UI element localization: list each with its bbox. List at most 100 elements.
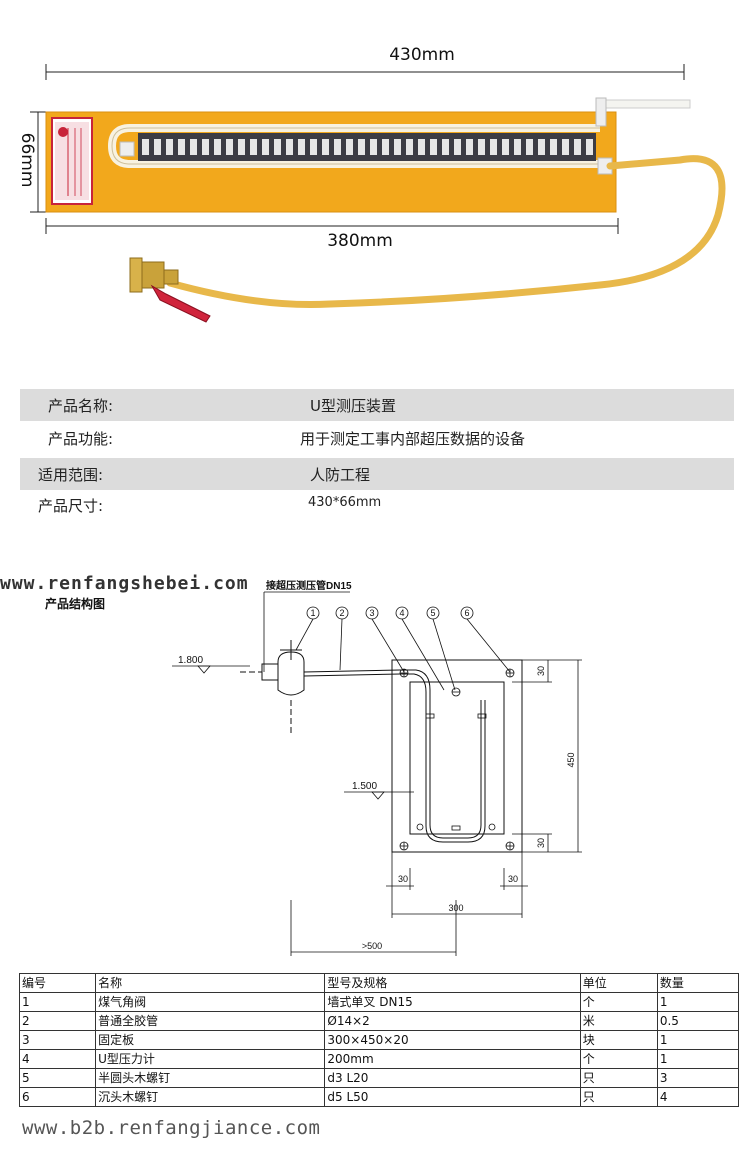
table-cell: 固定板 [95, 1030, 326, 1050]
scale-mark [502, 139, 509, 155]
scale-mark [370, 139, 377, 155]
callout-1: 1 [310, 608, 315, 618]
scale-mark [526, 139, 533, 155]
elevation-1800: 1.800 [178, 655, 203, 666]
callout-6: 6 [464, 608, 469, 618]
spec-row-function: 产品功能: 用于测定工事内部超压数据的设备 [20, 422, 734, 454]
scale-mark [286, 139, 293, 155]
table-cell: 单位 [579, 973, 658, 993]
scale-mark [226, 139, 233, 155]
table-cell: 块 [579, 1030, 658, 1050]
table-cell: Ø14×2 [324, 1011, 581, 1031]
table-cell: 墙式单叉 DN15 [324, 992, 581, 1012]
spec-row-name: 产品名称: U型测压装置 [20, 389, 734, 421]
table-cell: 编号 [18, 973, 97, 993]
spec-row-scope: 适用范围: 人防工程 [20, 458, 734, 490]
watermark-top: www.renfangshebei.com [0, 573, 249, 594]
table-cell: 个 [579, 1049, 658, 1069]
table-cell: 普通全胶管 [95, 1011, 326, 1031]
scale-mark [358, 139, 365, 155]
scale-mark [298, 139, 305, 155]
spec-value: 用于测定工事内部超压数据的设备 [300, 430, 526, 448]
dim-300: 300 [448, 903, 463, 913]
spec-label: 产品尺寸: [38, 497, 104, 515]
scale-mark [466, 139, 473, 155]
scale-mark [586, 139, 593, 155]
scale-mark [538, 139, 545, 155]
dim-left-label: 66mm [17, 133, 37, 188]
table-cell: 型号及规格 [324, 973, 581, 993]
watermark-bottom: www.b2b.renfangjiance.com [22, 1117, 321, 1139]
elevation-1500: 1.500 [352, 781, 377, 792]
scale-mark [562, 139, 569, 155]
scale-mark [442, 139, 449, 155]
scale-mark [382, 139, 389, 155]
spec-value: U型测压装置 [310, 397, 396, 415]
scale-mark [550, 139, 557, 155]
scale-mark [394, 139, 401, 155]
table-cell: 5 [18, 1068, 97, 1088]
table-cell: 3 [18, 1030, 97, 1050]
scale-mark [250, 139, 257, 155]
scale-mark [406, 139, 413, 155]
table-cell: 沉头木螺钉 [95, 1087, 326, 1107]
callout-5: 5 [430, 608, 435, 618]
structure-diagram: 接超压测压管DN15 1.800 1.500 [172, 579, 582, 956]
dim-450: 450 [566, 752, 576, 767]
table-cell: 1 [18, 992, 97, 1012]
table-cell: 米 [579, 1011, 658, 1031]
scale-mark [490, 139, 497, 155]
table-cell: d3 L20 [324, 1068, 581, 1088]
product-photo: 430mm 66mm 380mm [17, 45, 726, 323]
scale-mark [190, 139, 197, 155]
callout-4: 4 [399, 608, 404, 618]
table-cell: 1 [656, 1049, 740, 1069]
table-cell: 0.5 [656, 1011, 740, 1031]
scale-mark [310, 139, 317, 155]
scale-mark [178, 139, 185, 155]
table-cell: 1 [656, 1030, 740, 1050]
structure-title: 产品结构图 [45, 597, 106, 611]
scale-mark [166, 139, 173, 155]
spec-value: 人防工程 [310, 466, 371, 484]
scale-mark [322, 139, 329, 155]
gas-valve [129, 257, 211, 323]
scale-mark [478, 139, 485, 155]
dim-30-top: 30 [536, 666, 546, 676]
table-cell: 300×450×20 [324, 1030, 581, 1050]
dim-30-left: 30 [398, 874, 408, 884]
scale-mark [154, 139, 161, 155]
scale-ticks [142, 139, 593, 155]
dim-top-label: 430mm [389, 45, 455, 65]
table-cell: d5 L50 [324, 1087, 581, 1107]
spec-label: 适用范围: [38, 466, 104, 484]
table-header-row: 编号名称型号及规格单位数量 [18, 973, 740, 993]
table-cell: 2 [18, 1011, 97, 1031]
table-cell: U型压力计 [95, 1049, 326, 1069]
table-cell: 4 [18, 1049, 97, 1069]
scale-mark [454, 139, 461, 155]
scale-mark [418, 139, 425, 155]
dim-30-bottom: 30 [536, 838, 546, 848]
scale-mark [202, 139, 209, 155]
spec-value: 430*66mm [308, 495, 382, 510]
dim-bottom-label: 380mm [327, 231, 393, 251]
scale-mark [430, 139, 437, 155]
spec-label: 产品名称: [48, 397, 114, 415]
scale-mark [274, 139, 281, 155]
table-cell: 3 [656, 1068, 740, 1088]
scale-mark [238, 139, 245, 155]
table-cell: 1 [656, 992, 740, 1012]
scale-mark [142, 139, 149, 155]
scale-mark [214, 139, 221, 155]
table-cell: 名称 [95, 973, 326, 993]
spec-label: 产品功能: [48, 430, 114, 448]
spec-row-size: 产品尺寸: 430*66mm [20, 489, 734, 521]
scale-mark [262, 139, 269, 155]
table-cell: 数量 [656, 973, 740, 993]
scale-mark [574, 139, 581, 155]
